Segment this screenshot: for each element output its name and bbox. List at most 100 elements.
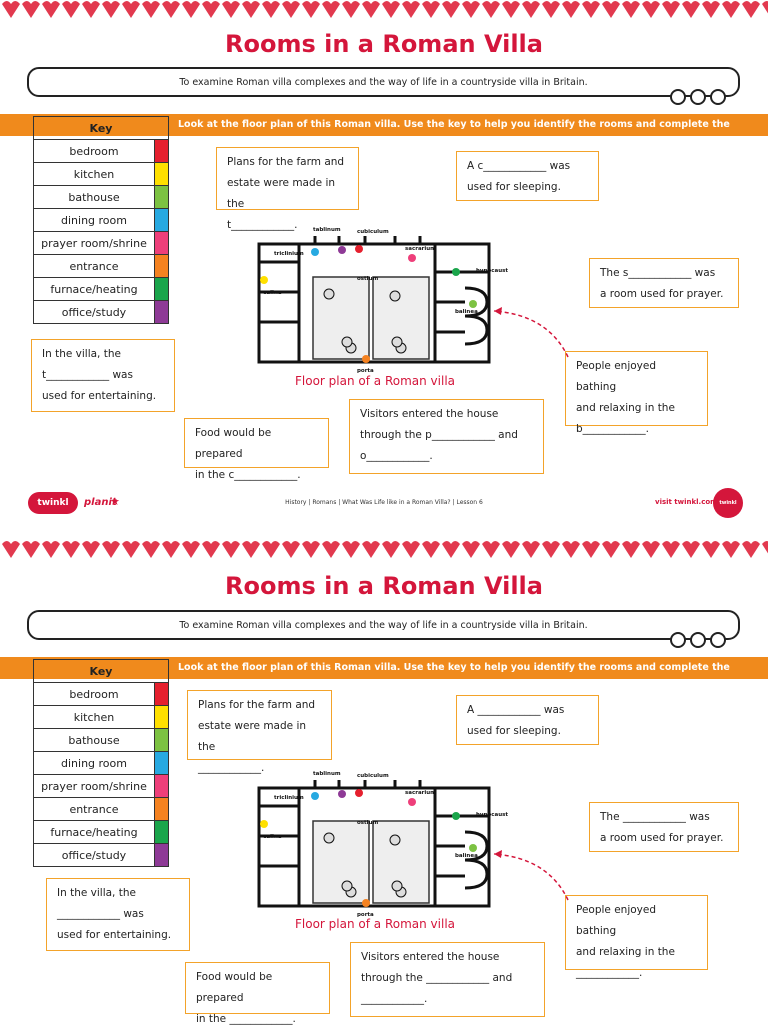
floor-plan-diagram — [257, 780, 491, 908]
key-header: Key — [33, 116, 169, 140]
box-line: Visitors entered the house — [360, 408, 499, 420]
bunting-heart — [342, 541, 360, 558]
box-line: Plans for the farm and — [198, 699, 316, 711]
bunting-heart — [242, 1, 260, 18]
key-label: dining room — [33, 751, 155, 775]
entrance-marker — [362, 355, 370, 363]
key-table: Key bedroom kitchen bathouse dining room… — [33, 659, 169, 867]
bunting-heart — [122, 1, 140, 18]
box-line[interactable]: ____________ was — [57, 908, 144, 920]
box-line: used for sleeping. — [467, 725, 561, 737]
bunting-heart — [322, 1, 340, 18]
floor-plan-caption: Floor plan of a Roman villa — [295, 917, 456, 931]
sentence-box-prayer: The ____________ was a room used for pra… — [589, 802, 739, 852]
box-line[interactable]: in the c____________. — [195, 469, 301, 481]
bunting-heart — [62, 541, 80, 558]
box-line[interactable]: A ____________ was — [467, 704, 565, 716]
box-line[interactable]: The ____________ was — [600, 811, 710, 823]
bunting-heart — [522, 541, 540, 558]
bunting-heart — [582, 1, 600, 18]
bunting-heart — [422, 1, 440, 18]
worksheet-page-1: Rooms in a Roman Villa To examine Roman … — [0, 1, 768, 518]
key-label: prayer room/shrine — [33, 774, 155, 798]
box-line[interactable]: ____________. — [198, 762, 265, 774]
sentence-box-food: Food would be prepared in the __________… — [185, 962, 330, 1025]
floor-plan-diagram — [257, 236, 491, 364]
box-line[interactable]: The s____________ was — [600, 267, 716, 279]
room-label-cubiculum: cubiculum — [357, 229, 389, 235]
sentence-box-prayer: The s____________ was a room used for pr… — [589, 258, 739, 308]
box-line[interactable]: ____________. — [576, 967, 643, 979]
box-line[interactable]: through the p____________ and — [360, 429, 518, 441]
bunting-heart — [82, 1, 100, 18]
key-label: office/study — [33, 300, 155, 324]
key-swatch — [154, 751, 169, 775]
bunting-heart — [362, 541, 380, 558]
key-label: bedroom — [33, 682, 155, 706]
bunting-heart — [662, 1, 680, 18]
bunting-heart — [562, 1, 580, 18]
bathhouse-marker — [469, 844, 477, 852]
sentence-box-sleep: A c____________ was used for sleeping. — [456, 151, 599, 201]
box-line[interactable]: t____________. — [227, 219, 298, 231]
box-line[interactable]: b____________. — [576, 423, 650, 435]
sentence-box-bathing: People enjoyed bathing and relaxing in t… — [565, 351, 708, 435]
bunting-heart — [602, 541, 620, 558]
room-label-ostium: ostium — [357, 820, 379, 826]
instruction-bar: Look at the floor plan of this Roman vil… — [0, 657, 768, 695]
key-label: entrance — [33, 254, 155, 278]
objective-text: To examine Roman villa complexes and the… — [179, 620, 588, 631]
bunting-heart — [162, 1, 180, 18]
bunting-decoration — [2, 541, 768, 558]
bunting-heart — [742, 1, 760, 18]
kitchen-marker — [260, 276, 268, 284]
dining-room-marker — [311, 792, 319, 800]
chain-circles-icon — [670, 632, 726, 648]
furnace-marker — [452, 268, 460, 276]
box-line: and relaxing in the — [576, 402, 675, 414]
room-label-hypocaust: hypocaust — [476, 812, 509, 818]
bunting-heart — [162, 541, 180, 558]
bunting-heart — [282, 1, 300, 18]
bunting-heart — [82, 541, 100, 558]
furnace-marker — [452, 812, 460, 820]
key-swatch — [154, 705, 169, 729]
instruction-text: Look at the floor plan of this Roman vil… — [178, 119, 730, 152]
bunting-heart — [442, 541, 460, 558]
twinkl-logo[interactable]: twinkl — [28, 492, 78, 514]
sentence-box-entertain: In the villa, the t____________ was used… — [31, 339, 175, 412]
sentence-box-food: Food would be prepared in the c_________… — [184, 418, 329, 481]
room-label-triclinium: triclinium — [274, 795, 304, 801]
bunting-heart — [622, 541, 640, 558]
sentence-box-visitors: Visitors entered the house through the p… — [349, 399, 544, 474]
key-swatch — [154, 208, 169, 232]
box-line: a room used for prayer. — [600, 288, 724, 300]
bunting-heart — [642, 1, 660, 18]
page-footer: twinkl planit ★ History | Romans | What … — [0, 488, 768, 518]
key-label: dining room — [33, 208, 155, 232]
box-line[interactable]: ____________. — [361, 993, 428, 1005]
key-table: Key bedroom kitchen bathouse dining room… — [33, 116, 169, 324]
box-line[interactable]: through the ____________ and — [361, 972, 513, 984]
key-swatch — [154, 277, 169, 301]
bunting-heart — [622, 1, 640, 18]
key-label: office/study — [33, 843, 155, 867]
bunting-heart — [322, 541, 340, 558]
box-line[interactable]: in the ____________. — [196, 1013, 296, 1025]
key-label: bathouse — [33, 728, 155, 752]
box-line[interactable]: o____________. — [360, 450, 433, 462]
key-label: entrance — [33, 797, 155, 821]
box-line: Plans for the farm and — [227, 156, 345, 168]
key-label: prayer room/shrine — [33, 231, 155, 255]
bunting-heart — [742, 541, 760, 558]
key-label: furnace/heating — [33, 820, 155, 844]
key-swatch — [154, 682, 169, 706]
box-line[interactable]: A c____________ was — [467, 160, 571, 172]
visit-link[interactable]: visit twinkl.com — [655, 498, 718, 506]
bunting-heart — [2, 541, 20, 558]
room-label-tablinum: tablinum — [313, 771, 341, 777]
box-line[interactable]: t____________ was — [42, 369, 133, 381]
bunting-heart — [182, 1, 200, 18]
box-line: Food would be prepared — [196, 971, 273, 1004]
box-line: used for entertaining. — [57, 929, 172, 941]
